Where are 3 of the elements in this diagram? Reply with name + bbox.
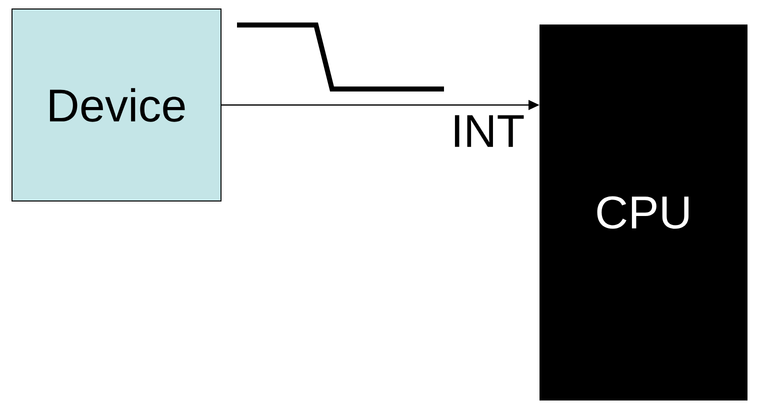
edge-label: INT (450, 114, 526, 148)
device-box: Device (12, 8, 222, 202)
cpu-box: CPU (540, 24, 748, 400)
